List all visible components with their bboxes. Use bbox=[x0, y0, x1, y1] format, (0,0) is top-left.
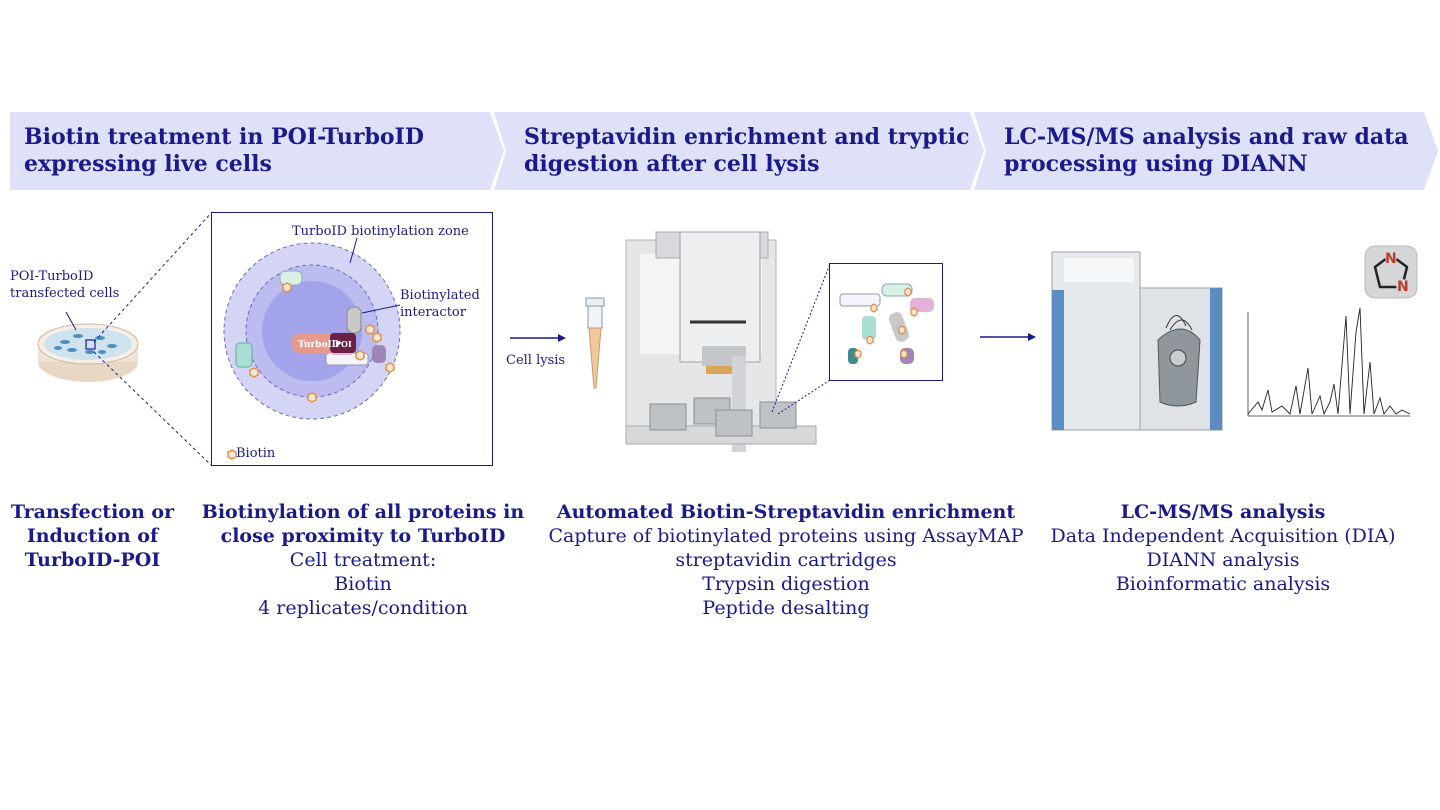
caption-step-3-body: Capture of biotinylated proteins using A… bbox=[548, 525, 1024, 619]
banner-step-1: Biotin treatment in POI-TurboID expressi… bbox=[10, 112, 504, 190]
zoom-lines-2 bbox=[771, 263, 831, 415]
banner-shape bbox=[10, 112, 504, 190]
diann-icon: N N bbox=[1364, 245, 1418, 299]
caption-step-1-title: Transfection or Induction of TurboID-POI bbox=[10, 501, 175, 571]
turboid-text: TurboID bbox=[298, 340, 340, 350]
biotinylation-zoom-box: TurboID biotinylation zone TurboID POI B… bbox=[211, 212, 493, 466]
caption-step-3-title: Automated Biotin-Streptavidin enrichment bbox=[556, 501, 1016, 523]
banner-step-3: LC-MS/MS analysis and raw data processin… bbox=[974, 112, 1438, 190]
caption-step-2-title: Biotinylation of all proteins in close p… bbox=[201, 501, 525, 547]
cartridge-tip-icon bbox=[585, 297, 605, 389]
caption-step-2: Biotinylation of all proteins in close p… bbox=[195, 500, 531, 620]
zoom-lines bbox=[93, 211, 213, 467]
caption-step-3: Automated Biotin-Streptavidin enrichment… bbox=[540, 500, 1032, 620]
svg-text:N: N bbox=[1385, 251, 1397, 267]
caption-step-4: LC-MS/MS analysis Data Independent Acqui… bbox=[1040, 500, 1406, 596]
arrow-step-2 bbox=[510, 334, 566, 342]
caption-step-4-body: Data Independent Acquisition (DIA) DIANN… bbox=[1050, 525, 1396, 595]
chromatogram-illustration bbox=[1247, 307, 1411, 417]
transfected-cells-label: POI-TurboID transfected cells bbox=[10, 269, 120, 301]
banner-step-2: Streptavidin enrichment and tryptic dige… bbox=[494, 112, 984, 190]
arrow-step-3 bbox=[980, 333, 1036, 341]
banner-title: Streptavidin enrichment and tryptic dige… bbox=[524, 124, 970, 177]
banner-title: Biotin treatment in POI-TurboID expressi… bbox=[24, 124, 424, 177]
mass-spectrometer-illustration bbox=[1051, 251, 1223, 431]
enrichment-zoom-box bbox=[829, 263, 943, 381]
enrichment-proteins bbox=[839, 283, 934, 364]
banner-title: LC-MS/MS analysis and raw data processin… bbox=[1004, 124, 1409, 177]
petri-dish-illustration bbox=[37, 311, 139, 382]
zone-label: TurboID biotinylation zone bbox=[292, 224, 469, 239]
svg-text:N: N bbox=[1397, 279, 1409, 295]
liquid-handler-illustration bbox=[625, 231, 817, 452]
caption-step-1: Transfection or Induction of TurboID-POI bbox=[0, 500, 185, 572]
caption-step-2-body: Cell treatment: Biotin 4 replicates/cond… bbox=[258, 549, 468, 619]
cell-lysis-label: Cell lysis bbox=[506, 353, 566, 368]
banner-shape bbox=[494, 112, 984, 190]
banner-shape bbox=[974, 112, 1438, 190]
biotin-legend-label: Biotin bbox=[236, 446, 276, 461]
caption-step-4-title: LC-MS/MS analysis bbox=[1120, 501, 1326, 523]
interactor-label: Biotinylated interactor bbox=[400, 288, 480, 320]
poi-text: POI bbox=[335, 339, 352, 349]
zone-diagram: TurboID POI bbox=[223, 237, 401, 460]
